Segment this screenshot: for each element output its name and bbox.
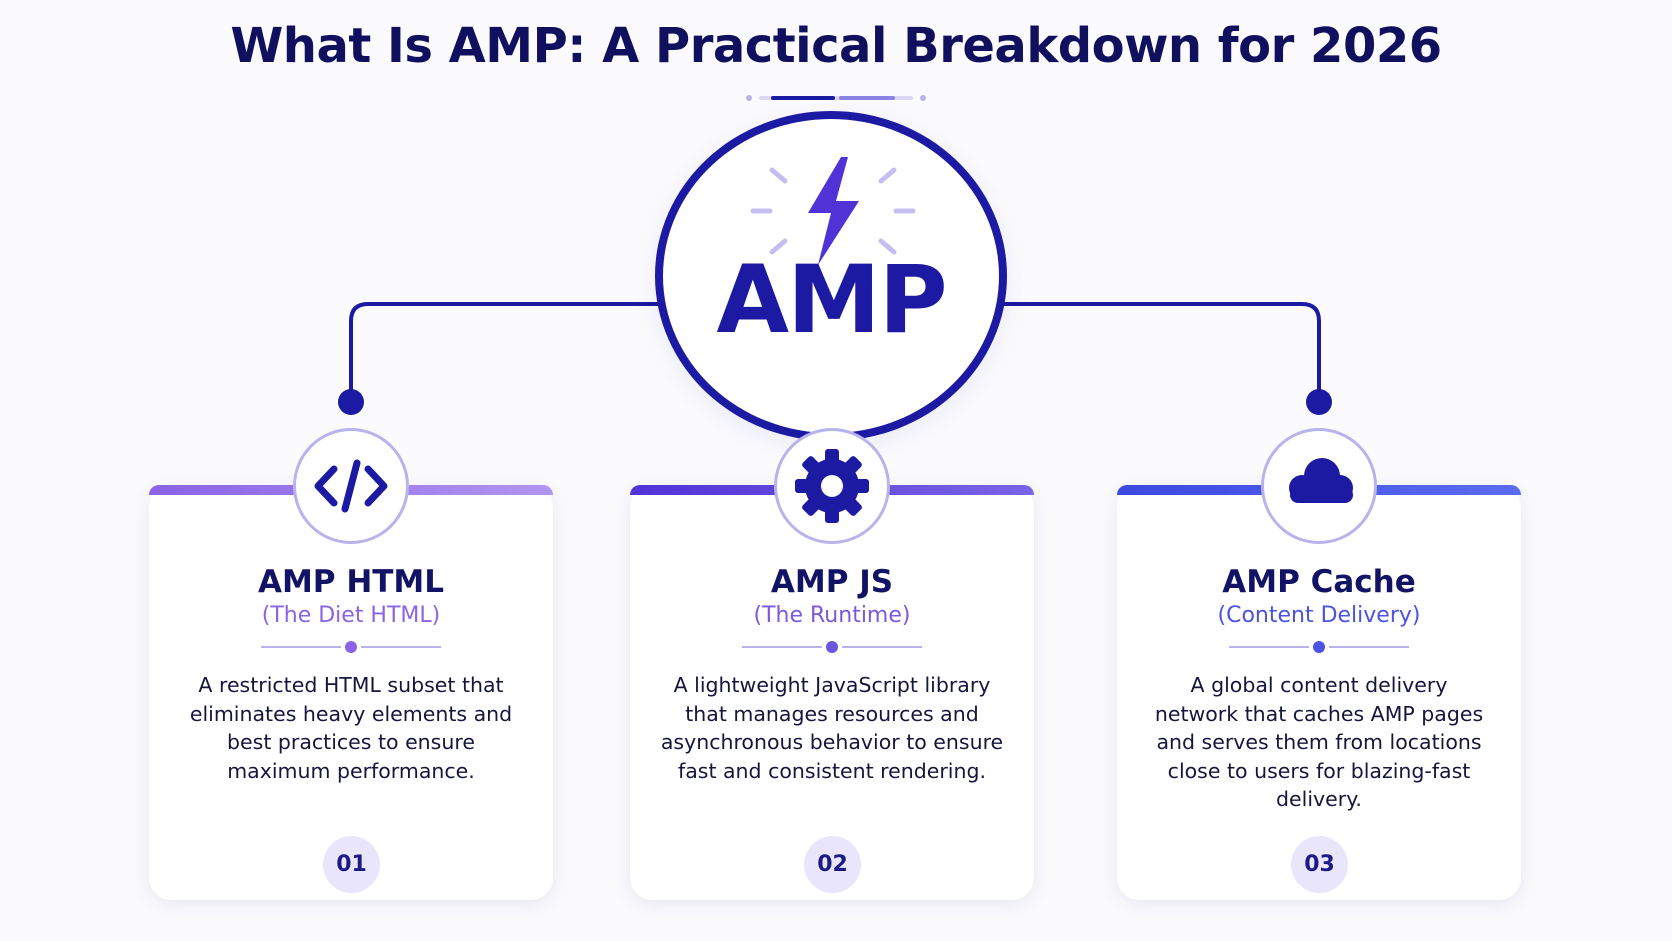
card-description: A global content delivery network that c… xyxy=(1154,673,1484,812)
card-number-badge: 03 xyxy=(1291,836,1348,893)
card-number-badge: 02 xyxy=(804,836,861,893)
card-number-badge: 01 xyxy=(323,836,380,893)
card-title: AMP HTML xyxy=(257,564,445,600)
card-amp-cache: AMP Cache (Content Delivery) A global co… xyxy=(1117,485,1521,900)
card-divider xyxy=(742,641,922,653)
card-amp-html: AMP HTML (The Diet HTML) A restricted HT… xyxy=(149,485,553,900)
card-divider xyxy=(1229,641,1409,653)
card-description: A restricted HTML subset that eliminates… xyxy=(189,673,513,783)
lightning-bolt-icon xyxy=(750,157,916,265)
connector-right xyxy=(1003,302,1321,402)
card-subtitle: (The Diet HTML) xyxy=(261,603,441,628)
connector-node-left xyxy=(338,389,364,415)
gear-icon xyxy=(774,428,890,544)
card-title: AMP JS xyxy=(770,564,894,600)
amp-hub-label: AMP xyxy=(716,246,947,355)
code-brackets-icon xyxy=(293,428,409,544)
card-divider xyxy=(261,641,441,653)
connector-left xyxy=(349,302,660,402)
page-title: What Is AMP: A Practical Breakdown for 2… xyxy=(230,18,1442,74)
card-subtitle: (The Runtime) xyxy=(753,603,911,628)
card-description: A lightweight JavaScript library that ma… xyxy=(660,673,1004,783)
card-title: AMP Cache xyxy=(1222,564,1416,600)
connector-node-right xyxy=(1306,389,1332,415)
card-subtitle: (Content Delivery) xyxy=(1217,603,1421,628)
title-underline-decoration xyxy=(746,95,926,101)
card-amp-js: AMP JS (The Runtime) A lightweight JavaS… xyxy=(630,485,1034,900)
cloud-icon xyxy=(1261,428,1377,544)
